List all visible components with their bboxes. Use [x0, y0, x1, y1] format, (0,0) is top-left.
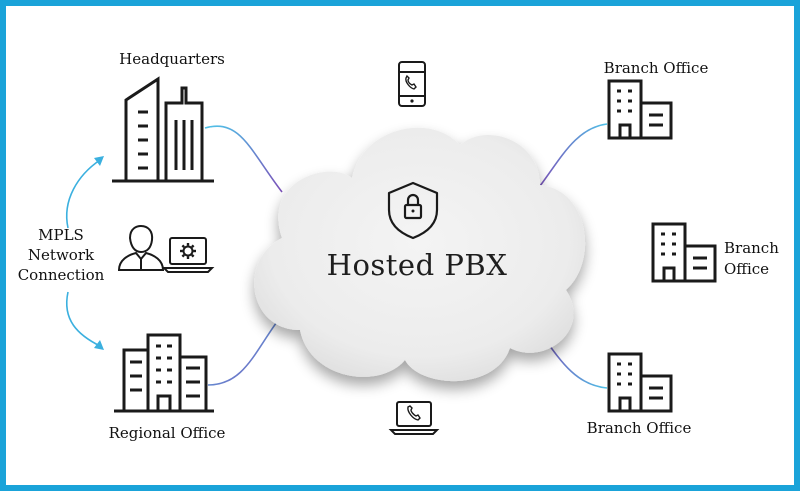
- shield-lock-icon: [387, 181, 439, 240]
- branch-top-building-icon: [607, 79, 673, 140]
- branch-middle-label-line1: Branch: [724, 239, 779, 257]
- connector-headquarters: [204, 125, 283, 193]
- mpls-label-line2: Network: [27, 246, 95, 264]
- branch-bottom-label: Branch Office: [586, 419, 692, 437]
- user-icon: [117, 224, 165, 271]
- connector-regional-office: [207, 314, 283, 386]
- branch-bottom-building-icon: [607, 352, 673, 413]
- regional-office-building-icon: [114, 333, 214, 413]
- mpls-arrow-up: [66, 156, 104, 229]
- branch-middle-building-icon: [651, 222, 717, 283]
- mpls-arrow-down: [65, 291, 104, 350]
- laptop-gear-icon: [161, 237, 215, 273]
- connector-branch-top: [536, 123, 608, 191]
- regional-office-label: Regional Office: [108, 424, 226, 442]
- headquarters-label: Headquarters: [119, 50, 225, 68]
- mpls-label-line3: Connection: [17, 266, 105, 284]
- hosted-pbx-cloud: [254, 127, 586, 382]
- diagram-canvas: [65, 61, 717, 435]
- headquarters-building-icon: [112, 76, 214, 183]
- mobile-phone-icon: [398, 61, 426, 107]
- mpls-label-line1: MPLS: [38, 226, 84, 244]
- hosted-pbx-title: Hosted PBX: [326, 248, 508, 282]
- branch-middle-label-line2: Office: [724, 260, 770, 278]
- laptop-phone-icon: [388, 401, 440, 435]
- branch-top-label: Branch Office: [603, 59, 709, 77]
